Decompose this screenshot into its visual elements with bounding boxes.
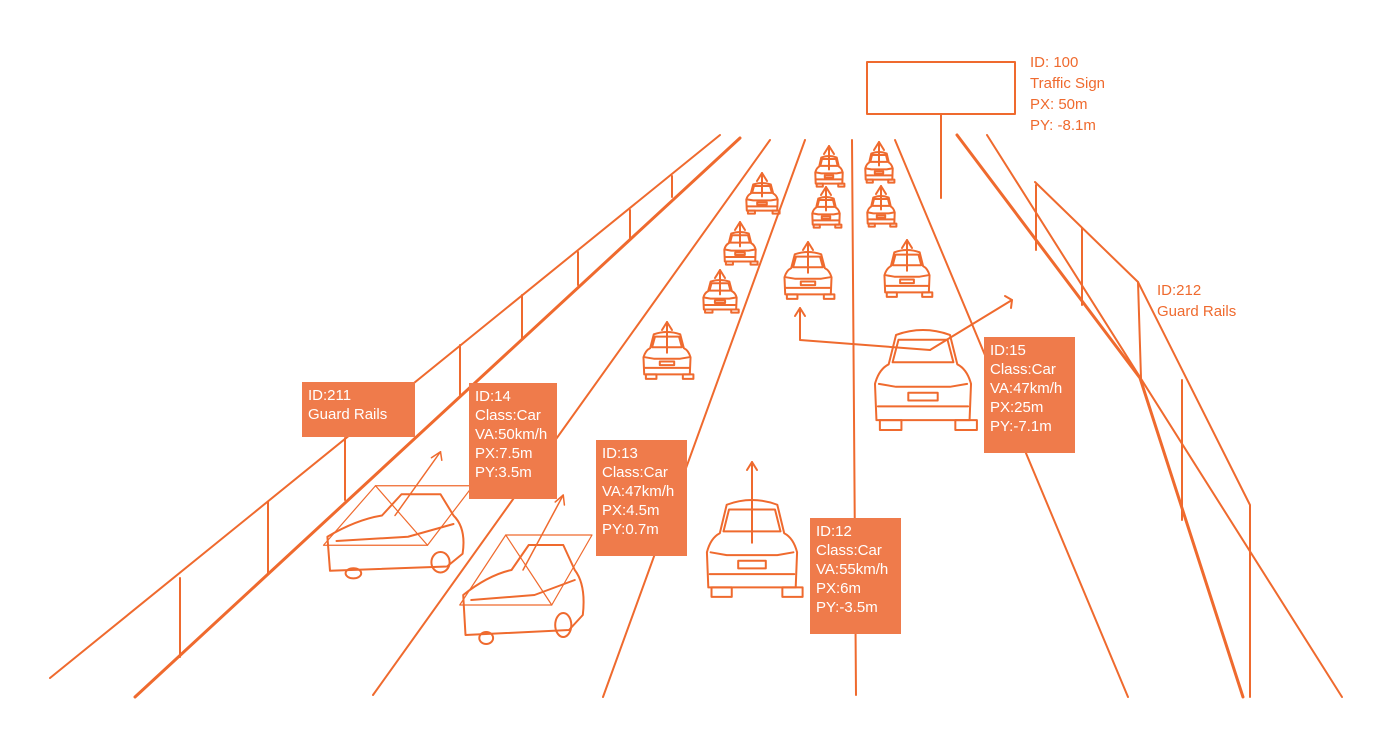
traffic-sign-id: ID: 100 bbox=[1030, 54, 1079, 71]
car-13-label: ID:13 Class:Car VA:47km/h PX:4.5m PY:0.7… bbox=[596, 440, 687, 556]
car-15-va: VA:47km/h bbox=[990, 380, 1063, 397]
car-13-va: VA:47km/h bbox=[602, 483, 675, 500]
car-12-va: VA:55km/h bbox=[816, 561, 889, 578]
car-far-1 bbox=[642, 321, 695, 380]
car-12-id: ID:12 bbox=[816, 523, 852, 540]
car-far-5 bbox=[783, 241, 836, 300]
guard-rail-right-class: Guard Rails bbox=[1157, 303, 1237, 320]
car-12-px: PX:6m bbox=[816, 580, 862, 597]
car-14-py: PY:3.5m bbox=[475, 464, 532, 481]
car-12-label: ID:12 Class:Car VA:55km/h PX:6m PY:-3.5m bbox=[810, 518, 901, 634]
guard-rail-right-label: ID:212 Guard Rails bbox=[1157, 280, 1236, 322]
car-13-px: PX:4.5m bbox=[602, 502, 660, 519]
car-12-py: PY:-3.5m bbox=[816, 599, 878, 616]
car-15-id: ID:15 bbox=[990, 342, 1026, 359]
traffic-sign-class: Traffic Sign bbox=[1030, 75, 1106, 92]
car-13-id: ID:13 bbox=[602, 445, 638, 462]
car-far-10 bbox=[883, 239, 934, 298]
car-far-7 bbox=[814, 145, 846, 188]
guard-rail-left-class: Guard Rails bbox=[308, 406, 388, 423]
guard-rail-left-id: ID:211 bbox=[308, 387, 352, 404]
car-far-8 bbox=[866, 185, 898, 228]
car-far-3 bbox=[723, 221, 759, 266]
car-15-py: PY:-7.1m bbox=[990, 418, 1052, 435]
car-13-class: Class:Car bbox=[602, 464, 668, 481]
guard-rail-right-id: ID:212 bbox=[1157, 282, 1202, 299]
car-far-4 bbox=[745, 172, 781, 215]
guard-rail-left-label: ID:211 Guard Rails bbox=[302, 382, 415, 437]
car-13-py: PY:0.7m bbox=[602, 521, 659, 538]
traffic-sign bbox=[866, 61, 1016, 199]
car-14-label: ID:14 Class:Car VA:50km/h PX:7.5m PY:3.5… bbox=[469, 383, 557, 499]
car-far-6 bbox=[811, 186, 843, 229]
car-far-2 bbox=[702, 269, 740, 314]
car-far-9 bbox=[864, 141, 896, 184]
car-12-class: Class:Car bbox=[816, 542, 882, 559]
guard-rail-right bbox=[955, 133, 1251, 699]
car-15-direction-arrows bbox=[794, 295, 1013, 351]
car-14-va: VA:50km/h bbox=[475, 426, 548, 443]
car-15 bbox=[873, 329, 978, 431]
traffic-sign-label: ID: 100 Traffic Sign PX: 50m PY: -8.1m bbox=[1030, 52, 1105, 136]
car-12 bbox=[705, 461, 804, 598]
car-14-class: Class:Car bbox=[475, 407, 541, 424]
car-13 bbox=[459, 494, 593, 645]
car-14-id: ID:14 bbox=[475, 388, 511, 405]
car-15-label: ID:15 Class:Car VA:47km/h PX:25m PY:-7.1… bbox=[984, 337, 1075, 453]
traffic-sign-py: PY: -8.1m bbox=[1030, 117, 1096, 134]
car-15-class: Class:Car bbox=[990, 361, 1056, 378]
car-14-px: PX:7.5m bbox=[475, 445, 533, 462]
car-15-px: PX:25m bbox=[990, 399, 1044, 416]
traffic-sign-px: PX: 50m bbox=[1030, 96, 1088, 113]
